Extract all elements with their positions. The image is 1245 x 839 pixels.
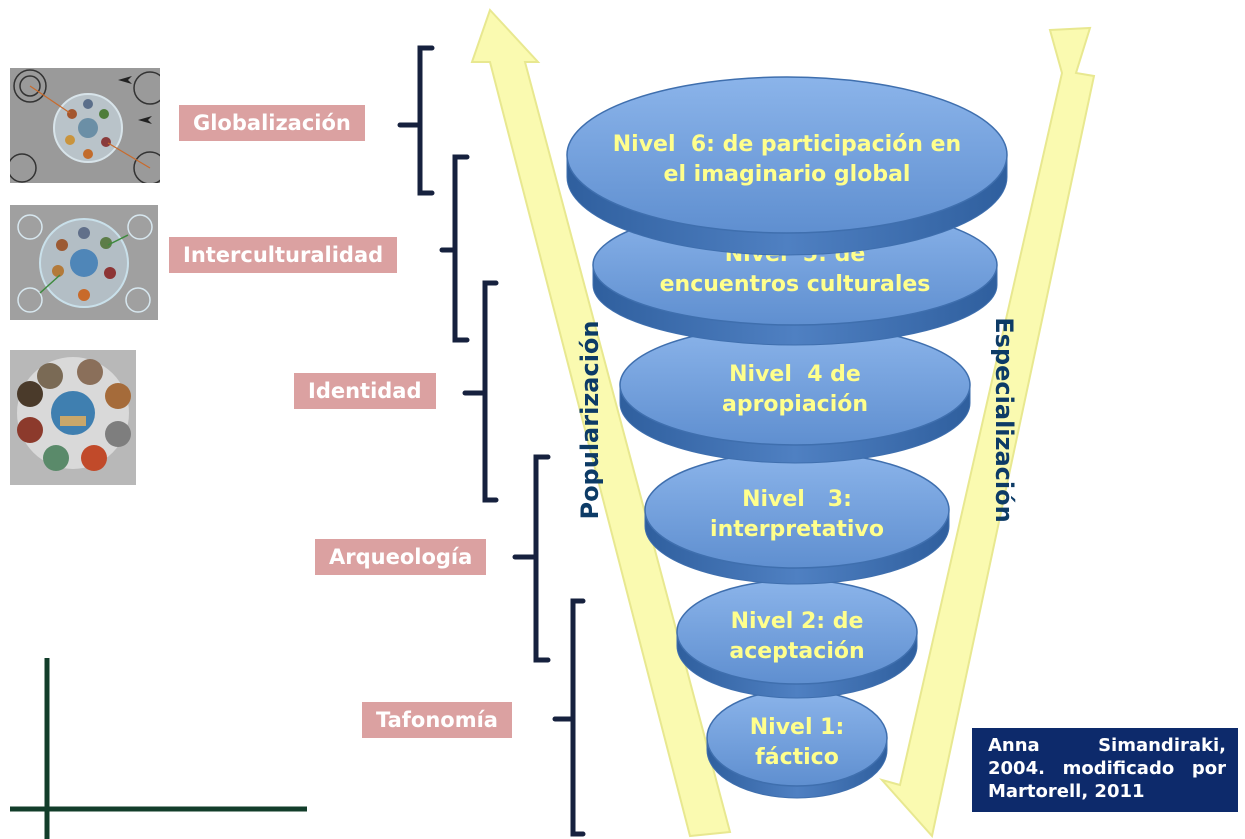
bracket-tafonomia (552, 598, 586, 837)
level-5-line2: encuentros culturales (660, 272, 931, 297)
level-6-line1: Nivel 6: de participación en (613, 132, 961, 157)
popularization-label: Popularización (576, 320, 604, 519)
tag-arqueologia: Arqueología (315, 539, 487, 575)
level-disc-1: Nivel 1: fáctico (706, 689, 888, 799)
level-disc-2: Nivel 2: de aceptación (676, 579, 918, 699)
disc-top (566, 76, 1008, 234)
popularization-arrow (470, 8, 732, 838)
level-4-line1: Nivel 4 de (729, 362, 861, 387)
level-2-line1: Nivel 2: de (731, 609, 864, 634)
credit-box: Anna Simandiraki, 2004. modificado por M… (972, 728, 1238, 812)
level-1-line1: Nivel 1: (750, 715, 845, 740)
specialization-label: Especialización (990, 317, 1018, 522)
specialization-arrow (878, 26, 1096, 839)
level-3-line1: Nivel 3: (742, 487, 852, 512)
level-disc-4: Nivel 4 de apropiación (619, 324, 971, 464)
tag-identidad: Identidad (294, 373, 436, 409)
tag-globalizacion: Globalización (179, 105, 365, 141)
bracket-identidad (462, 280, 499, 503)
bracket-globalizacion (397, 45, 435, 196)
interculturality-network-image (10, 205, 158, 320)
level-3-line2: interpretativo (710, 517, 884, 542)
globalization-network-image (10, 68, 160, 183)
level-disc-3: Nivel 3: interpretativo (644, 451, 950, 585)
level-2-line2: aceptación (729, 639, 864, 664)
bracket-arqueologia (512, 454, 551, 663)
level-disc-6: Nivel 6: de participación en el imaginari… (566, 76, 1008, 256)
level-6-line2: el imaginario global (664, 162, 911, 187)
bracket-interculturalidad (439, 154, 470, 343)
tag-tafonomia: Tafonomía (362, 702, 512, 738)
tag-interculturalidad: Interculturalidad (169, 237, 398, 273)
identity-collage-image (10, 350, 136, 485)
level-1-line2: fáctico (755, 745, 839, 770)
level-4-line2: apropiación (722, 392, 868, 417)
